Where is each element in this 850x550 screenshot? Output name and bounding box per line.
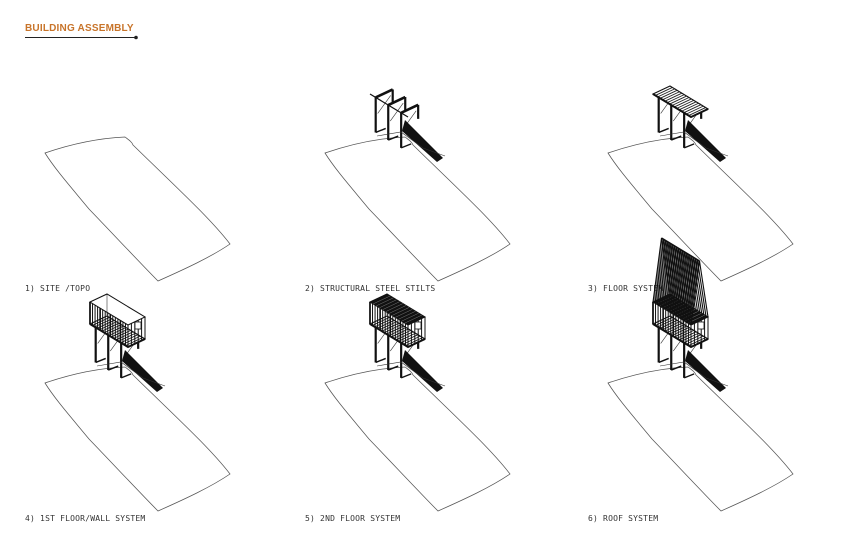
assembly-step-3: 3) FLOOR SYSTEM: [588, 76, 850, 298]
roof-system-drawing: [607, 237, 794, 512]
second-floor-joist: [376, 297, 394, 307]
steel-edge-beam: [369, 93, 409, 118]
floor-joist: [678, 101, 697, 111]
site-terrain-outline: [607, 136, 794, 282]
steel-foot: [387, 135, 399, 141]
assembly-step-5: 5) 2ND FLOOR SYSTEM: [305, 293, 580, 528]
roof-shade-face: [653, 238, 700, 325]
floor-joist: [683, 104, 702, 114]
ground-shadow: [402, 350, 443, 392]
second-floor-joist: [398, 311, 416, 320]
steel-beam: [375, 88, 394, 99]
steel-foot: [107, 365, 119, 371]
floor-joist: [676, 99, 694, 109]
floor-joist: [662, 91, 680, 101]
ground-shadow: [685, 350, 726, 392]
second-floor-joist: [388, 305, 407, 314]
second-floor-joist: [392, 307, 410, 316]
step-caption: 2) STRUCTURAL STEEL STILTS: [305, 284, 436, 293]
floor-joist: [657, 88, 675, 98]
steel-foot: [658, 357, 669, 364]
ground-shadow: [685, 120, 726, 162]
floor-joist: [664, 92, 683, 102]
steel-brace: [377, 95, 391, 114]
step-caption: 1) SITE /TOPO: [25, 284, 91, 293]
second-floor-joist: [382, 301, 400, 310]
floor-joist: [398, 332, 416, 342]
site-terrain-outline: [44, 136, 231, 282]
wall-system-drawing: [44, 293, 231, 512]
floor-joist: [659, 89, 678, 99]
terrain-contour: [96, 361, 166, 387]
site-topo-drawing: [44, 136, 231, 282]
floor-joist: [395, 331, 414, 341]
floor-joist: [678, 331, 697, 341]
ground-shadow: [122, 350, 163, 392]
second-floor-joist: [385, 303, 403, 312]
steel-foot: [670, 365, 682, 371]
second-floor-drawing: [324, 293, 511, 512]
title-underline: [25, 35, 138, 40]
wall-top-plate: [88, 293, 147, 326]
second-floor-joist: [379, 299, 397, 308]
window-opening: [697, 321, 705, 330]
floor-joist: [688, 107, 706, 116]
steel-foot: [120, 373, 132, 379]
terrain-contour: [376, 361, 446, 387]
steel-brace: [389, 102, 404, 122]
floor-joist: [686, 105, 704, 115]
step-caption: 3) FLOOR SYSTEM: [588, 284, 664, 293]
terrain-contour: [659, 131, 729, 157]
steel-foot: [375, 127, 386, 134]
steel-beam: [400, 103, 419, 115]
ground-shadow: [402, 120, 443, 162]
floor-joist: [115, 331, 134, 341]
page-header: BUILDING ASSEMBLY: [25, 22, 150, 42]
site-terrain-outline: [607, 366, 794, 512]
steel-foot: [683, 373, 695, 379]
floor-rim: [652, 93, 709, 119]
floor-joist: [681, 102, 699, 112]
steel-foot: [683, 143, 695, 149]
floor-joist: [674, 98, 692, 108]
steel-foot: [400, 373, 412, 379]
floor-joist: [118, 332, 136, 342]
steel-foot: [400, 143, 412, 149]
steel-beam: [387, 95, 406, 107]
floor-system-drawing: [607, 85, 794, 282]
steel-foot: [658, 127, 669, 134]
step-caption: 5) 2ND FLOOR SYSTEM: [305, 514, 401, 523]
steel-foot: [670, 135, 682, 141]
site-terrain-outline: [44, 366, 231, 512]
terrain-contour: [376, 131, 446, 157]
window-opening: [414, 321, 422, 330]
assembly-step-6: 6) ROOF SYSTEM: [588, 237, 850, 528]
page-title: BUILDING ASSEMBLY: [25, 23, 134, 34]
steel-foot: [387, 365, 399, 371]
step-caption: 4) 1ST FLOOR/WALL SYSTEM: [25, 514, 146, 523]
floor-joist: [655, 87, 673, 96]
assembly-step-4: 4) 1ST FLOOR/WALL SYSTEM: [25, 293, 300, 528]
assembly-step-2: 2) STRUCTURAL STEEL STILTS: [305, 76, 580, 298]
floor-joist: [671, 97, 690, 106]
second-floor-joist: [395, 309, 413, 318]
steel-stilts-drawing: [324, 88, 511, 282]
second-floor-joist: [401, 312, 419, 322]
site-terrain-outline: [324, 136, 511, 282]
floor-joist: [681, 332, 699, 342]
floor-joist: [669, 95, 687, 105]
step-caption: 6) ROOF SYSTEM: [588, 514, 659, 523]
steel-foot: [375, 357, 386, 364]
terrain-contour: [659, 361, 729, 387]
second-floor-joist: [404, 314, 422, 324]
floor-joist: [667, 94, 685, 104]
window-opening: [134, 321, 142, 330]
steel-foot: [95, 357, 106, 364]
second-floor-joist: [373, 295, 391, 305]
assembly-step-1: 1) SITE /TOPO: [25, 76, 300, 298]
site-terrain-outline: [324, 366, 511, 512]
